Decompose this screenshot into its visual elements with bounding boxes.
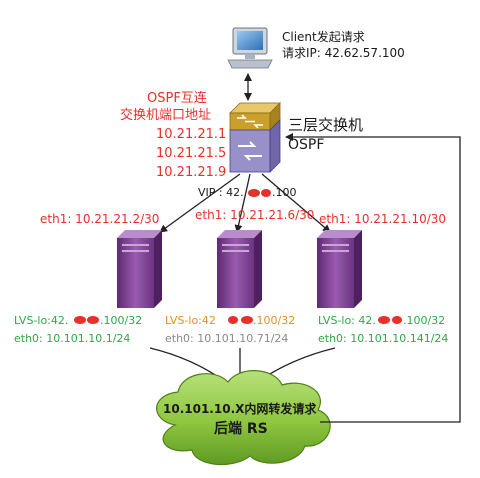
ospf-interconnect-title: OSPF互连	[147, 91, 207, 106]
vip-prefix: VIP : 42.	[198, 186, 244, 199]
switch-port-ip-1: 10.21.21.1	[156, 127, 227, 142]
client-computer-icon	[227, 27, 273, 69]
switch-port-ip-2: 10.21.21.5	[156, 146, 227, 161]
server2-eth1-label: eth1: 10.21.21.6/30	[195, 208, 315, 222]
switch-port-ip-3: 10.21.21.9	[156, 165, 227, 180]
client-ip-label: 请求IP: 42.62.57.100	[282, 46, 405, 60]
layer3-switch-icon	[229, 102, 281, 173]
backend-forward-label: 10.101.10.X内网转发请求	[163, 402, 317, 416]
server-icon-2	[217, 230, 262, 308]
switch-server2-arrow	[234, 173, 251, 233]
server1-lvs-prefix: LVS-lo:42.	[14, 314, 69, 327]
server-icon-3	[317, 230, 362, 308]
switch-server1-arrow	[159, 173, 241, 233]
server1-eth1-label: eth1: 10.21.21.2/30	[40, 212, 160, 226]
vip-suffix: .100	[272, 186, 297, 199]
switch-server3-arrow	[261, 173, 331, 233]
switch-protocol-label: OSPF	[288, 137, 325, 153]
server3-eth1-label: eth1: 10.21.21.10/30	[319, 212, 447, 226]
server2-eth0-label: eth0: 10.101.10.71/24	[165, 332, 289, 345]
backend-rs-label: 后端 RS	[214, 421, 268, 437]
server1-lvs-suffix: .100/32	[100, 314, 143, 327]
client-request-label: Client发起请求	[282, 30, 365, 44]
server3-eth0-label: eth0: 10.101.10.141/24	[318, 332, 449, 345]
switch-port-address-title: 交换机端口地址	[120, 108, 212, 123]
backend-cloud-icon	[156, 370, 331, 466]
switch-title: 三层交换机	[288, 116, 364, 134]
return-path-arrow	[285, 133, 461, 423]
server-icon-1	[117, 230, 162, 308]
server3-lvs-prefix: LVS-lo: 42.	[318, 314, 376, 327]
server2-lvs-suffix: .100/32	[253, 314, 296, 327]
redaction-marks	[74, 189, 402, 324]
server3-lvs-suffix: .100/32	[403, 314, 446, 327]
server2-lvs-prefix: LVS-lo:42	[165, 314, 216, 327]
server1-eth0-label: eth0: 10.101.10.1/24	[14, 332, 131, 345]
